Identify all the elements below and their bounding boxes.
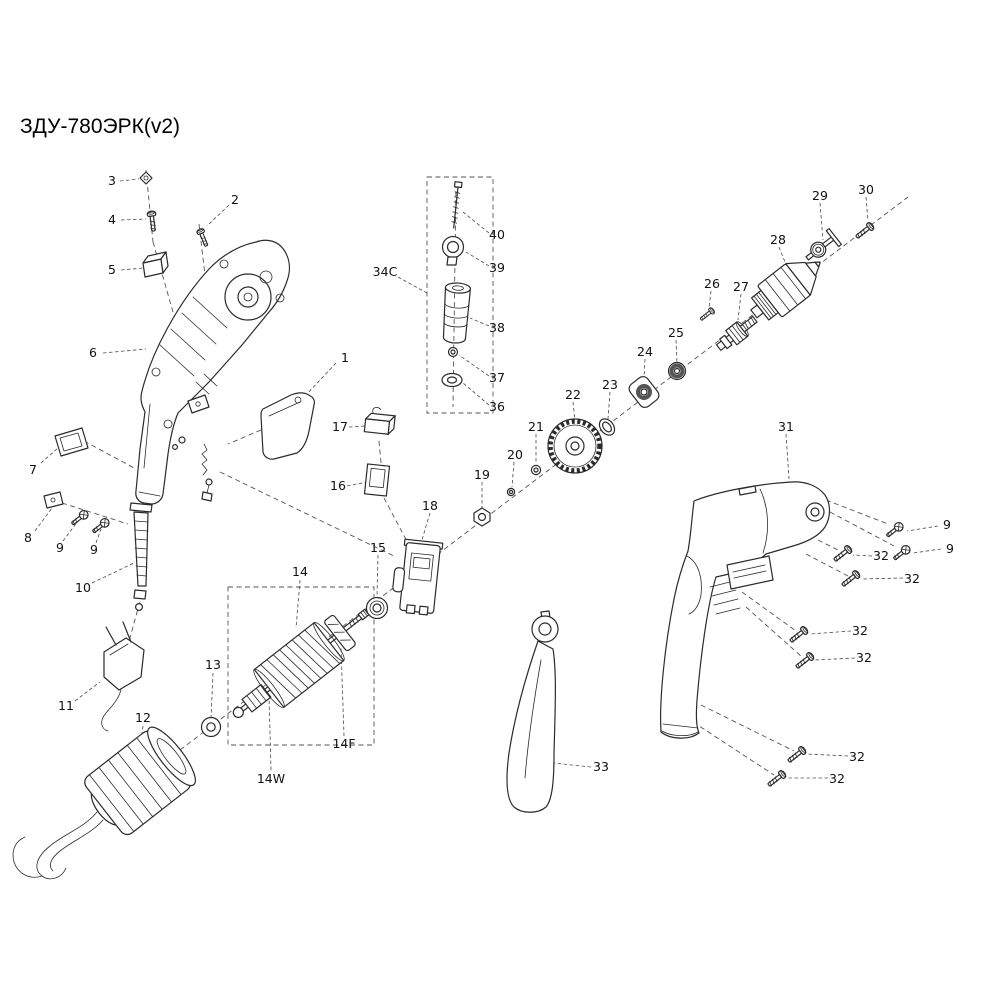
gear-part22 xyxy=(547,418,603,474)
diagram-title: ЗДУ-780ЭРК(v2) xyxy=(20,115,180,138)
part-label-38: 38 xyxy=(489,320,505,335)
motor-housing-left-drawing xyxy=(135,239,290,505)
hex-nut-part19 xyxy=(473,507,491,527)
part-label-19: 19 xyxy=(474,467,490,482)
part-label-29: 29 xyxy=(812,188,828,203)
snap-ring-part23 xyxy=(598,418,616,436)
part-label-23: 23 xyxy=(602,377,618,392)
part-label-21: 21 xyxy=(528,419,544,434)
housing-small-parts xyxy=(172,394,213,502)
part-label-2: 2 xyxy=(231,192,239,207)
chuck-part28 xyxy=(750,261,821,321)
part-label-15: 15 xyxy=(370,540,386,555)
part-label-32: 32 xyxy=(829,771,845,786)
part-label-14: 14 xyxy=(292,564,308,579)
part-label-5: 5 xyxy=(108,262,116,277)
armature-part14 xyxy=(227,586,375,746)
part-label-9: 9 xyxy=(90,542,98,557)
cord-guard-part10 xyxy=(129,502,153,611)
screw-part32-1 xyxy=(831,543,854,564)
button-part5 xyxy=(142,251,169,278)
clamp-bolt-part40 xyxy=(451,181,463,229)
part-label-22: 22 xyxy=(565,387,581,402)
part-label-1: 1 xyxy=(341,350,349,365)
part-label-24: 24 xyxy=(637,344,653,359)
wing-nut-part3 xyxy=(139,171,153,185)
clamp-ring-part39 xyxy=(441,235,465,266)
screw-part2 xyxy=(195,227,211,248)
washer-part13 xyxy=(200,716,222,738)
part-label-8: 8 xyxy=(24,530,32,545)
screw-part4 xyxy=(146,209,159,233)
trigger-switch-part18 xyxy=(392,538,444,616)
screw-part9-left-2 xyxy=(90,516,112,536)
part-label-37: 37 xyxy=(489,370,505,385)
part-label-40: 40 xyxy=(489,227,505,242)
part-label-36: 36 xyxy=(489,399,505,414)
part-label-32: 32 xyxy=(856,650,872,665)
part-label-12: 12 xyxy=(135,710,151,725)
part-label-32: 32 xyxy=(873,548,889,563)
motor-housing-right-drawing xyxy=(660,481,831,739)
chuck-key-part29 xyxy=(805,227,842,261)
part-label-20: 20 xyxy=(507,447,523,462)
ring-nut-part36 xyxy=(441,372,463,388)
washer-part21 xyxy=(530,464,542,476)
screw-part32-4 xyxy=(793,650,816,671)
brush-holder-part16 xyxy=(363,463,391,497)
part-label-32: 32 xyxy=(849,749,865,764)
part-label-7: 7 xyxy=(29,462,37,477)
handle-grip-part38 xyxy=(442,282,472,344)
part-label-13: 13 xyxy=(205,657,221,672)
screw-part9-right-2 xyxy=(891,543,913,563)
part-label-25: 25 xyxy=(668,325,684,340)
part-label-32: 32 xyxy=(904,571,920,586)
part-label-17: 17 xyxy=(332,419,348,434)
cable-clamp-part7 xyxy=(54,427,89,457)
part-label-3: 3 xyxy=(108,173,116,188)
part-label-14F: 14F xyxy=(332,736,355,751)
part-label-27: 27 xyxy=(733,279,749,294)
screw-part9-left-1 xyxy=(69,508,91,528)
part-label-6: 6 xyxy=(89,345,97,360)
part-label-31: 31 xyxy=(778,419,794,434)
power-plug-part11 xyxy=(101,621,145,732)
part-number-labels: 3 4 2 5 6 1 34C 40 39 38 37 36 17 16 7 8… xyxy=(24,173,954,786)
stator-part12 xyxy=(12,726,196,880)
carbon-brush-part17 xyxy=(363,407,396,435)
clamp-half-part8 xyxy=(43,491,64,509)
part-label-30: 30 xyxy=(858,182,874,197)
part-label-11: 11 xyxy=(58,698,74,713)
bearing-retainer-part24 xyxy=(628,376,660,408)
part-label-9: 9 xyxy=(943,517,951,532)
screw-part32-5 xyxy=(785,744,808,765)
part-label-9: 9 xyxy=(946,541,954,556)
screw-part30 xyxy=(853,220,876,241)
part-label-32: 32 xyxy=(852,623,868,638)
bearing-part25 xyxy=(667,361,687,381)
part-label-4: 4 xyxy=(108,212,116,227)
part-label-34C: 34C xyxy=(373,264,398,279)
screw-part26 xyxy=(698,306,717,323)
screw-part9-right-1 xyxy=(884,520,906,540)
spindle-part27 xyxy=(715,315,758,351)
part-label-18: 18 xyxy=(422,498,438,513)
bearing-part15 xyxy=(365,596,389,620)
screw-part32-6 xyxy=(765,768,788,789)
washer-part37 xyxy=(447,346,459,358)
aux-handle-assembly-34C xyxy=(426,176,494,414)
side-handle-part33 xyxy=(506,610,559,813)
part-label-26: 26 xyxy=(704,276,720,291)
screw-part32-2 xyxy=(839,568,862,589)
part-label-16: 16 xyxy=(330,478,346,493)
cover-plate-part1 xyxy=(260,392,315,460)
washer-part20 xyxy=(506,487,516,497)
part-label-33: 33 xyxy=(593,759,609,774)
part-label-14W: 14W xyxy=(257,771,285,786)
part-label-28: 28 xyxy=(770,232,786,247)
part-label-10: 10 xyxy=(75,580,91,595)
part-label-39: 39 xyxy=(489,260,505,275)
part-label-9: 9 xyxy=(56,540,64,555)
